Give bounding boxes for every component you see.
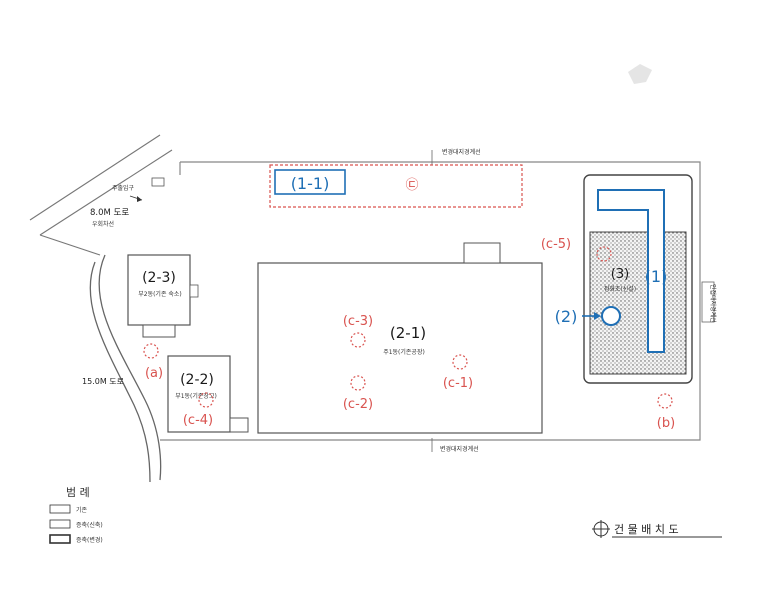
label-c-3: (c-3) (343, 314, 373, 329)
legend-item-2: 증축(신축) (76, 521, 103, 529)
top-boundary-note: 변경대지경계선 (431, 148, 481, 165)
label-1-1-box (274, 169, 346, 195)
building-2-3-tag (189, 284, 199, 298)
road-15m-label: 15.0M 도로 (82, 377, 124, 386)
bottom-boundary-note: 변경대지경계선 (431, 438, 479, 453)
legend: 범 례 기존 증축(신축) 증축(변경) (49, 486, 103, 544)
circled-c-mark: ㉢ (405, 178, 418, 193)
building-2-2-annex (229, 417, 249, 433)
label-c-4: (c-4) (183, 413, 213, 428)
sample-point-c-5 (596, 246, 612, 262)
gate-mark (151, 177, 165, 187)
legend-swatch-3 (49, 534, 71, 544)
north-arrow-icon (592, 520, 610, 538)
scan-artifact (628, 64, 652, 84)
legend-swatch-1 (49, 504, 71, 514)
label-2-1: (2-1) (390, 324, 426, 342)
site-boundary (160, 161, 701, 441)
sample-point-c-1 (452, 354, 468, 370)
legend-swatch-2 (49, 519, 71, 529)
label-a: (a) (145, 366, 163, 381)
label-3-sub: 정화조(신설) (604, 285, 636, 293)
label-2: (2) (555, 307, 578, 326)
label-1: (1) (645, 267, 668, 286)
label-2-2: (2-2) (180, 372, 214, 388)
building-2-2 (167, 355, 231, 433)
plan-title-block: 건 물 배 치 도 (592, 520, 722, 538)
zone-1-1-outline (269, 164, 523, 208)
label-3: (3) (611, 267, 629, 282)
building-2-1-annex (463, 242, 501, 264)
legend-item-1: 기존 (76, 506, 88, 514)
arrow-2-icon (582, 312, 601, 320)
sample-point-c-3 (350, 332, 366, 348)
road-8m-sublabel: 우회차선 (92, 220, 114, 228)
label-c-1: (c-1) (443, 376, 473, 391)
label-2-2-sub: 부1동(기존창고) (175, 392, 217, 400)
road-15m (89, 254, 162, 483)
sample-point-c-2 (350, 375, 366, 391)
label-2-3-sub: 부2동(기존 숙소) (138, 290, 182, 298)
right-boundary-note: 인접대지경계선 (701, 281, 717, 323)
top-boundary-label: 변경대지경계선 (442, 148, 481, 156)
building-2-3-annex (142, 324, 176, 338)
building-2-1 (257, 262, 543, 434)
bottom-boundary-label: 변경대지경계선 (440, 445, 479, 453)
road-8m-label: 8.0M 도로 (90, 208, 129, 218)
sample-point-a (143, 343, 159, 359)
right-boundary-label: 인접대지경계선 (709, 284, 717, 323)
label-c-5: (c-5) (541, 237, 571, 252)
entrance-arrow-icon (129, 195, 143, 202)
sample-point-b (657, 393, 673, 409)
road-8m (29, 134, 173, 256)
label-c-2: (c-2) (343, 397, 373, 412)
label-1-1: (1-1) (291, 174, 330, 193)
label-b: (b) (657, 416, 675, 431)
plan-title: 건 물 배 치 도 (614, 523, 679, 536)
main-entrance-label: 주출입구 (112, 184, 135, 192)
manhole-circle (601, 306, 621, 326)
sample-point-c-4 (198, 392, 214, 408)
septic-hatched-area (589, 231, 687, 375)
building-2-3 (127, 254, 191, 326)
pipe-1-outline (597, 189, 665, 353)
legend-item-3: 증축(변경) (76, 536, 103, 544)
legend-title: 범 례 (66, 486, 90, 499)
label-2-3: (2-3) (142, 270, 176, 286)
label-2-1-sub: 주1동(기존공장) (383, 348, 425, 356)
